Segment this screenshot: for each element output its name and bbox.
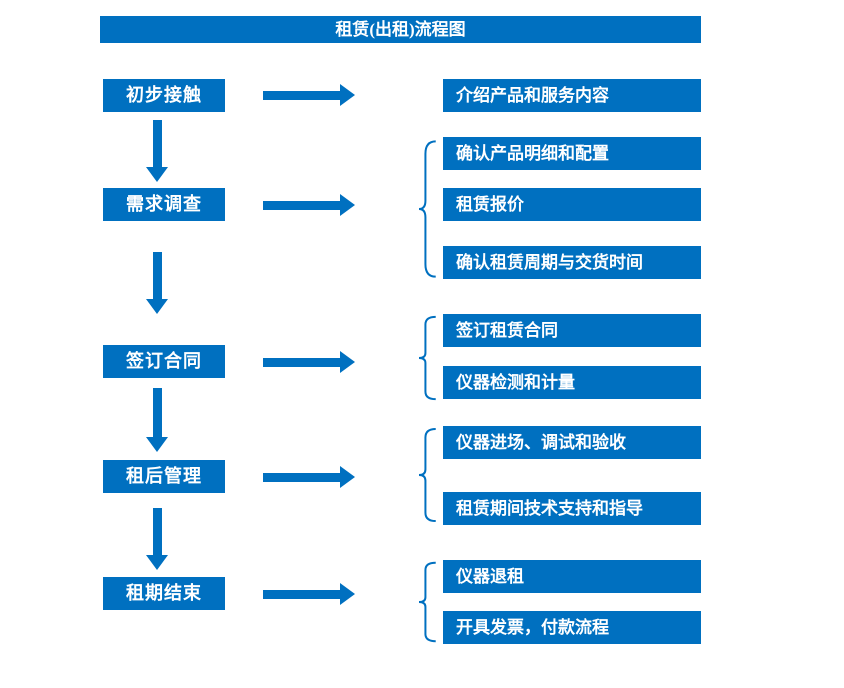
group-bracket-icon (419, 562, 437, 642)
stage-box-sign-contract: 签订合同 (103, 345, 225, 378)
arrow-right-icon (263, 84, 355, 106)
detail-box: 仪器退租 (443, 560, 701, 593)
group-bracket-icon (419, 316, 437, 400)
detail-box: 仪器检测和计量 (443, 366, 701, 399)
detail-box: 租赁期间技术支持和指导 (443, 492, 701, 525)
arrow-right-icon (263, 351, 355, 373)
group-bracket-icon (419, 428, 437, 522)
group-bracket-icon (419, 140, 437, 278)
detail-box: 介绍产品和服务内容 (443, 79, 701, 112)
flowchart-title: 租赁(出租)流程图 (100, 16, 701, 43)
arrow-down-icon (146, 388, 168, 452)
detail-box: 确认租赁周期与交货时间 (443, 246, 701, 279)
stage-box-initial-contact: 初步接触 (103, 79, 225, 112)
arrow-right-icon (263, 583, 355, 605)
stage-box-post-rental: 租后管理 (103, 460, 225, 493)
detail-box: 开具发票，付款流程 (443, 611, 701, 644)
detail-box: 签订租赁合同 (443, 314, 701, 347)
stage-box-needs-survey: 需求调查 (103, 188, 225, 221)
stage-box-rental-end: 租期结束 (103, 577, 225, 610)
arrow-down-icon (146, 120, 168, 182)
arrow-down-icon (146, 508, 168, 570)
arrow-right-icon (263, 466, 355, 488)
arrow-down-icon (146, 252, 168, 314)
detail-box: 仪器进场、调试和验收 (443, 426, 701, 459)
detail-box: 租赁报价 (443, 188, 701, 221)
arrow-right-icon (263, 194, 355, 216)
detail-box: 确认产品明细和配置 (443, 137, 701, 170)
